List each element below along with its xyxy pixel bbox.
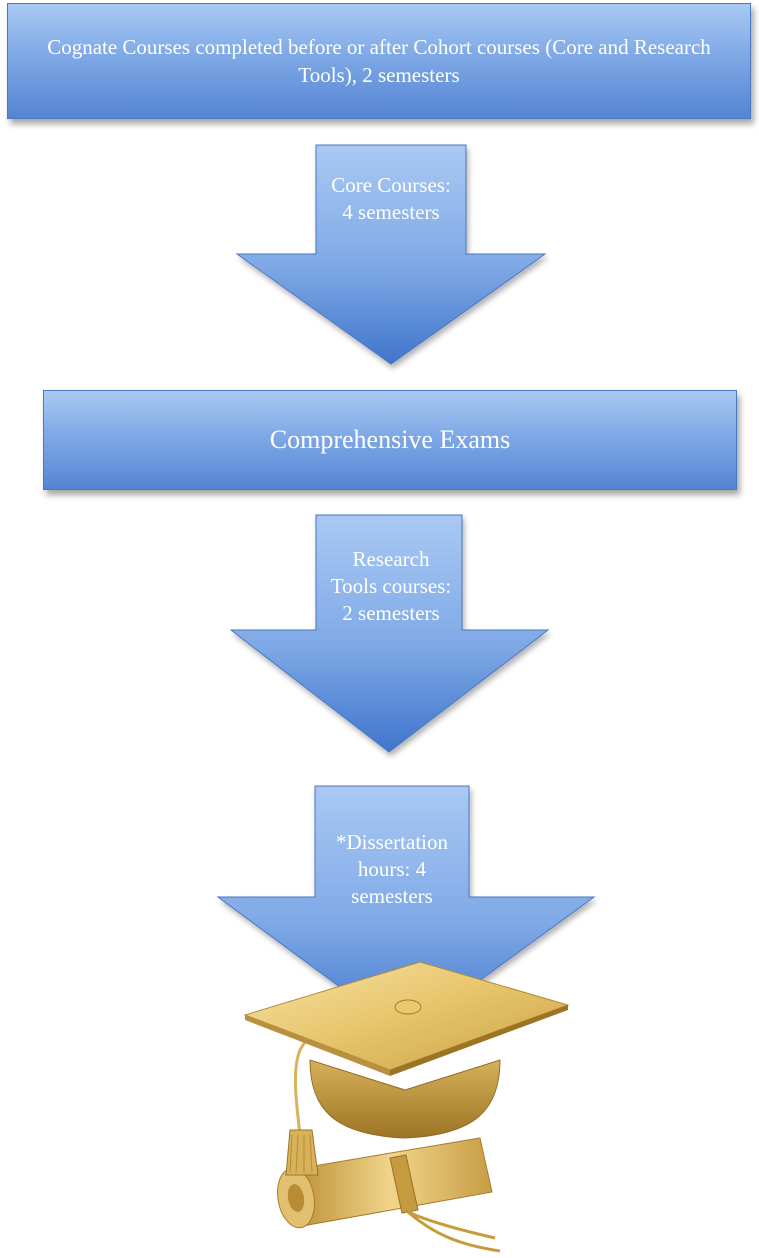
- core-courses-label: Core Courses: 4 semesters: [331, 173, 451, 224]
- cognate-courses-label: Cognate Courses completed before or afte…: [47, 35, 711, 87]
- diploma-icon: [277, 1137, 501, 1253]
- dissertation-label: *Dissertation hours: 4 semesters: [336, 830, 448, 908]
- comprehensive-exams-box: Comprehensive Exams: [43, 390, 737, 490]
- comprehensive-exams-label: Comprehensive Exams: [269, 425, 511, 454]
- graduation-cap-icon: [230, 960, 580, 1253]
- research-tools-label: Research Tools courses: 2 semesters: [330, 547, 452, 625]
- cognate-courses-box: Cognate Courses completed before or afte…: [7, 3, 751, 119]
